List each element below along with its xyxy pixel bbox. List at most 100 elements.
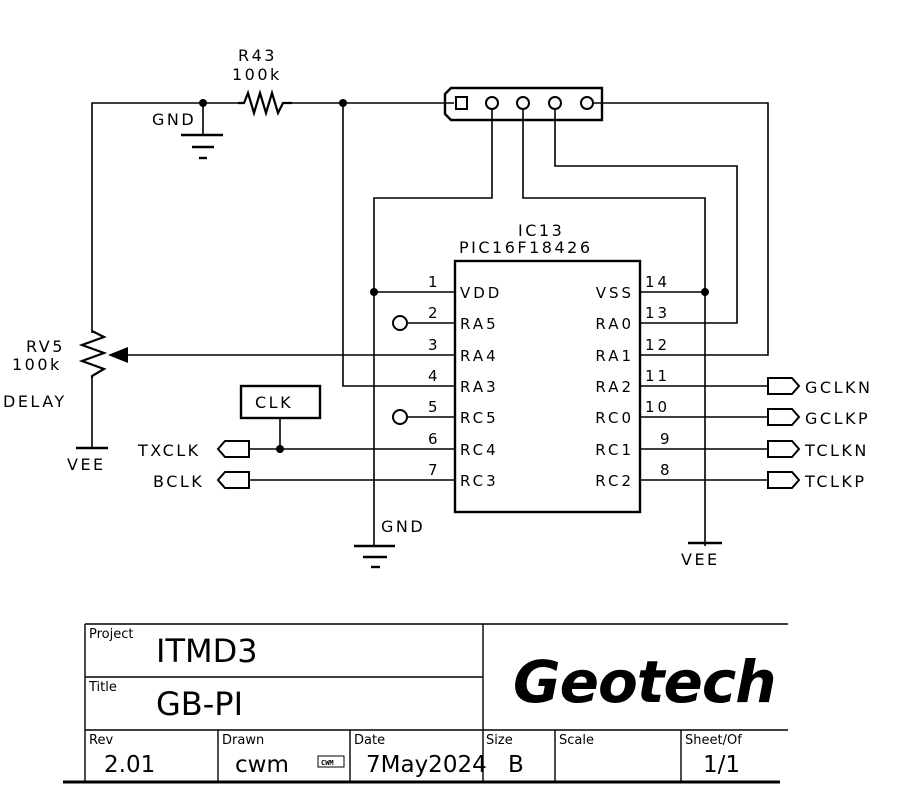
drawn-label: Drawn [222, 733, 264, 748]
size-label: Size [486, 733, 513, 748]
pot-value: 100k [12, 355, 62, 374]
port-gclkp[interactable]: GCLKP [767, 408, 870, 428]
drawn-stamp-box [317, 755, 345, 768]
sheet-label: Sheet/Of [685, 733, 742, 748]
title-label: Title [88, 680, 117, 695]
port-arrow-left-icon [216, 471, 250, 489]
gnd-symbol-bottom: GND [354, 517, 423, 569]
left-ports: TXCLK BCLK [137, 440, 250, 491]
company-logo: Geotech [513, 648, 776, 716]
junction-dot [339, 99, 347, 107]
vee-left-label: VEE [67, 455, 106, 474]
no-connect-pin5-icon [392, 409, 408, 425]
ic-pins: 1VDD2RA53RA44RA35RC56RC47RC314VSS13RA012… [428, 273, 673, 490]
port-txclk[interactable]: TXCLK [137, 440, 250, 460]
wire-ra3 [342, 103, 455, 387]
potentiometer-rv5[interactable]: RV5 100k DELAY [3, 330, 128, 411]
wire-conn-pin2 [373, 110, 493, 546]
date-value: 7May2024 [366, 752, 487, 778]
rev-value: 2.01 [104, 752, 155, 778]
wires [91, 102, 769, 546]
size-value: B [508, 752, 524, 778]
ic13[interactable]: IC13 PIC16F18426 1VDD2RA53RA44RA35RC56RC… [428, 221, 673, 514]
port-bclk[interactable]: BCLK [153, 471, 250, 491]
pin-name: RA5 [460, 315, 499, 333]
no-connect-pin2-icon [392, 315, 408, 331]
pin-number: 9 [660, 430, 673, 448]
connector-pin-icon [580, 96, 594, 110]
junction-dot [701, 288, 709, 296]
pin-number: 14 [645, 273, 670, 291]
potentiometer-icon [78, 330, 108, 378]
port-gclkn[interactable]: GCLKN [767, 377, 872, 397]
port-tclkp[interactable]: TCLKP [767, 471, 867, 491]
vee-right-label: VEE [681, 550, 720, 569]
ic-body [453, 259, 642, 514]
pin-name: RC0 [595, 409, 634, 427]
title-value: GB-PI [156, 685, 243, 723]
pin-name: RC5 [460, 409, 499, 427]
connector-pin1-square-icon [455, 96, 468, 110]
junctions [199, 99, 709, 453]
pin-number: 2 [428, 304, 441, 322]
pin-name: RA3 [460, 378, 499, 396]
ic-part: PIC16F18426 [459, 238, 593, 257]
wire-conn-pin4 [554, 110, 738, 324]
pin-name: RA1 [595, 347, 634, 365]
pin-number: 13 [645, 304, 670, 322]
pot-function: DELAY [3, 392, 67, 411]
drawn-stamp: CWM [321, 759, 334, 767]
date-label: Date [354, 733, 385, 748]
pin-number: 7 [428, 461, 441, 479]
pin-name: RC1 [595, 441, 634, 459]
port-arrow-right-icon [767, 408, 801, 426]
project-value: ITMD3 [156, 632, 258, 670]
wire-conn-pin5 [594, 102, 769, 356]
connector-body [443, 86, 604, 122]
resistor-r43[interactable]: R43 100k [232, 46, 292, 117]
clk-test-point[interactable]: CLK [239, 384, 322, 420]
title-block: Project ITMD3 Title GB-PI Geotech Rev 2.… [63, 623, 788, 784]
wire-top-left [91, 102, 238, 333]
rev-label: Rev [89, 733, 113, 748]
pin-number: 8 [660, 461, 673, 479]
port-label: TCLKP [804, 472, 867, 491]
resistor-ref: R43 [238, 46, 277, 65]
resistor-icon [238, 89, 292, 117]
header-connector[interactable] [443, 86, 604, 122]
pin-number: 11 [645, 367, 670, 385]
port-label: TCLKN [804, 441, 869, 460]
port-arrow-right-icon [767, 377, 801, 395]
resistor-value: 100k [232, 65, 282, 84]
pin-name: RA0 [595, 315, 634, 333]
pin-name: RC3 [460, 472, 499, 490]
pin-name: RC4 [460, 441, 499, 459]
right-ports: GCLKN GCLKP TCLKN TCLKP [767, 377, 872, 491]
port-arrow-right-icon [767, 440, 801, 458]
connector-pin-icon [516, 96, 530, 110]
port-label: GCLKN [805, 378, 872, 397]
gnd-symbol-top: GND [152, 110, 223, 160]
port-tclkn[interactable]: TCLKN [767, 440, 869, 460]
port-label: TXCLK [137, 441, 201, 460]
clk-box [239, 384, 322, 420]
pin-number: 1 [428, 273, 441, 291]
pin-name: VSS [596, 284, 634, 302]
junction-dot [276, 445, 284, 453]
pin-number: 4 [428, 367, 441, 385]
junction-dot [370, 288, 378, 296]
pin-name: RC2 [595, 472, 634, 490]
pin-number: 3 [428, 336, 441, 354]
pin-number: 5 [428, 398, 441, 416]
vee-symbol-right: VEE [681, 541, 722, 569]
scale-label: Scale [559, 733, 594, 748]
project-label: Project [89, 627, 133, 642]
pin-name: RA2 [595, 378, 634, 396]
drawn-value: cwm [235, 752, 289, 778]
vee-symbol-left: VEE [67, 446, 108, 474]
gnd-top-label: GND [152, 110, 196, 129]
connector-pin-icon [548, 96, 562, 110]
pin-number: 6 [428, 430, 441, 448]
port-label: BCLK [153, 472, 204, 491]
